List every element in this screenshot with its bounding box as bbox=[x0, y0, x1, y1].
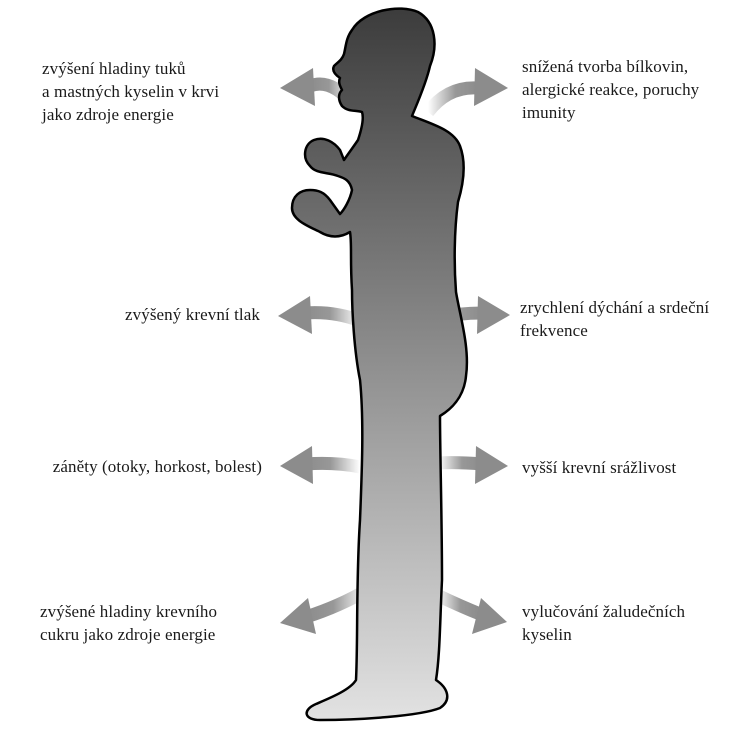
label-left-top: zvýšení hladiny tuků a mastných kyselin … bbox=[42, 59, 220, 124]
arrow-right-top bbox=[422, 68, 508, 117]
label-left-mid-lower: záněty (otoky, horkost, bolest) bbox=[52, 457, 262, 476]
human-figure-silhouette bbox=[290, 7, 469, 722]
arrow-right-bottom bbox=[434, 589, 507, 634]
label-right-mid-upper: zrychlení dýchání a srdeční frekvence bbox=[520, 298, 710, 340]
label-right-bottom: vylučování žaludečních kyselin bbox=[522, 602, 686, 644]
arrow-right-mid-lower bbox=[437, 446, 508, 484]
label-left-bottom: zvýšené hladiny krevního cukru jako zdro… bbox=[40, 602, 218, 644]
label-right-mid-lower: vyšší krevní srážlivost bbox=[522, 458, 677, 477]
arrow-left-mid-upper bbox=[278, 296, 363, 334]
label-left-mid-upper: zvýšený krevní tlak bbox=[124, 305, 260, 324]
label-right-top: snížená tvorba bílkovin, alergické reakc… bbox=[522, 57, 700, 122]
arrow-left-bottom bbox=[280, 584, 371, 634]
arrow-left-mid-lower bbox=[280, 446, 362, 484]
